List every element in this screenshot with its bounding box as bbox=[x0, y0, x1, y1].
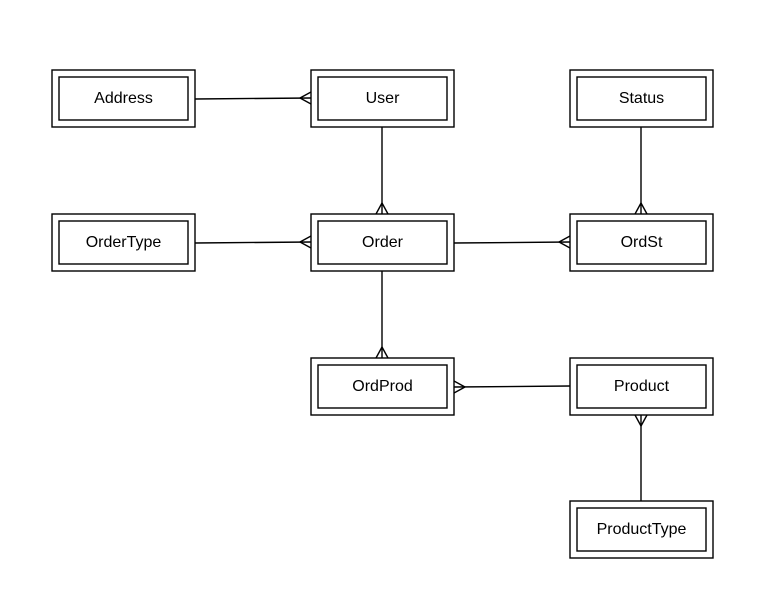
entity-user-label: User bbox=[366, 90, 400, 107]
relationship-producttype-product-crowfoot-left bbox=[634, 414, 642, 427]
relationship-user-order-crowfoot-right bbox=[381, 202, 389, 215]
relationship-lines bbox=[194, 91, 648, 501]
relationship-order-ordprod-crowfoot-left bbox=[375, 346, 383, 359]
relationship-order-ordst-crowfoot-upper bbox=[558, 235, 571, 243]
entity-order-label: Order bbox=[362, 234, 404, 251]
entity-producttype-label: ProductType bbox=[597, 521, 687, 538]
entity-ordst[interactable]: OrdSt bbox=[569, 213, 714, 272]
entity-status-label: Status bbox=[619, 90, 664, 107]
entity-order[interactable]: Order bbox=[310, 213, 455, 272]
relationship-ordertype-order-line bbox=[194, 241, 312, 244]
relationship-producttype-product-crowfoot-right bbox=[640, 414, 648, 427]
relationship-status-ordst-crowfoot-right bbox=[640, 202, 648, 215]
entity-order-inner-box bbox=[317, 220, 448, 265]
entity-address-inner-box bbox=[58, 76, 189, 121]
relationship-address-user-line bbox=[194, 97, 312, 100]
entity-ordertype-inner-box bbox=[58, 220, 189, 265]
entity-ordertype[interactable]: OrderType bbox=[51, 213, 196, 272]
entity-user[interactable]: User bbox=[310, 69, 455, 128]
relationship-product-ordprod-crowfoot-upper bbox=[453, 380, 466, 388]
entity-ordprod-inner-box bbox=[317, 364, 448, 409]
relationship-address-user-crowfoot-upper bbox=[299, 91, 312, 99]
relationship-order-ordst-line bbox=[453, 241, 571, 244]
relationship-ordertype-order-crowfoot-lower bbox=[299, 241, 312, 249]
relationship-ordertype-order-crowfoot-upper bbox=[299, 235, 312, 243]
entity-ordst-label: OrdSt bbox=[621, 234, 663, 251]
entity-producttype-inner-box bbox=[576, 507, 707, 552]
entity-status-inner-box bbox=[576, 76, 707, 121]
entity-producttype[interactable]: ProductType bbox=[569, 500, 714, 559]
relationship-product-ordprod-line bbox=[453, 385, 571, 388]
relationship-order-ordprod-crowfoot-right bbox=[381, 346, 389, 359]
relationship-status-ordst-crowfoot-left bbox=[634, 202, 642, 215]
relationship-product-ordprod-crowfoot-lower bbox=[453, 386, 466, 394]
entity-ordertype-label: OrderType bbox=[86, 234, 162, 251]
entity-ordprod[interactable]: OrdProd bbox=[310, 357, 455, 416]
entity-user-inner-box bbox=[317, 76, 448, 121]
relationship-order-ordst-crowfoot-lower bbox=[558, 241, 571, 249]
entity-product-inner-box bbox=[576, 364, 707, 409]
entity-product[interactable]: Product bbox=[569, 357, 714, 416]
relationship-user-order-crowfoot-left bbox=[375, 202, 383, 215]
entity-status[interactable]: Status bbox=[569, 69, 714, 128]
entity-address[interactable]: Address bbox=[51, 69, 196, 128]
entity-ordst-inner-box bbox=[576, 220, 707, 265]
entity-ordprod-label: OrdProd bbox=[352, 378, 412, 395]
entity-product-label: Product bbox=[614, 378, 670, 395]
relationship-address-user-crowfoot-lower bbox=[299, 97, 312, 105]
entity-address-label: Address bbox=[94, 90, 153, 107]
